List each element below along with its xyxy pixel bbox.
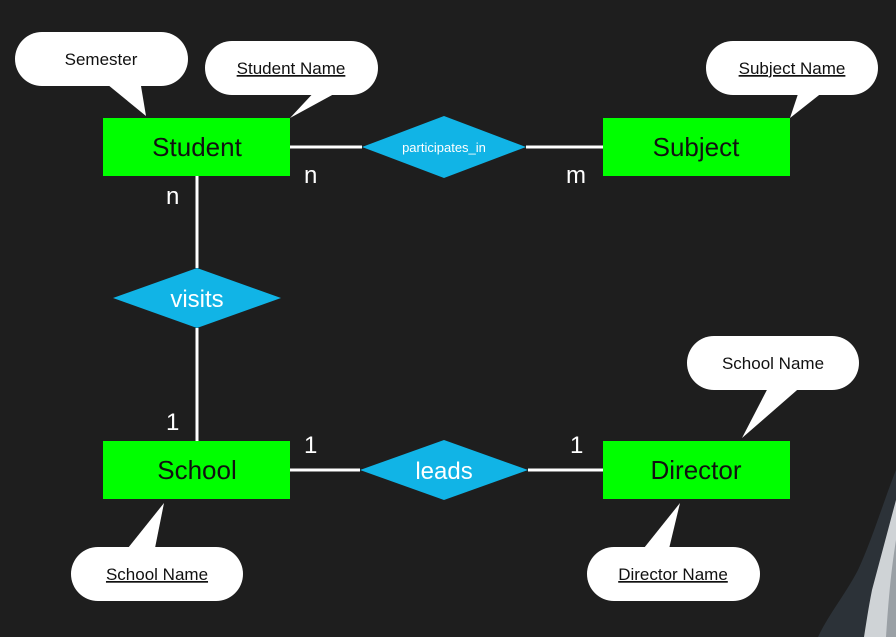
- cardinality-student-participates: n: [304, 162, 317, 189]
- entity-director: Director: [603, 441, 790, 499]
- attribute-subject-name: Subject Name: [706, 41, 878, 118]
- entity-student-label: Student: [152, 132, 242, 162]
- connector-lines: [195, 145, 603, 472]
- attribute-semester: Semester: [15, 32, 188, 116]
- attribute-semester-label: Semester: [65, 50, 138, 69]
- attribute-school-name: School Name: [71, 503, 243, 601]
- relationship-leads: leads: [360, 440, 528, 500]
- cardinality-director-leads: 1: [570, 432, 583, 459]
- attribute-subject-name-label: Subject Name: [739, 59, 846, 78]
- entity-school-label: School: [157, 455, 237, 485]
- relationship-visits-label: visits: [170, 286, 223, 313]
- entity-director-label: Director: [650, 455, 741, 485]
- entity-subject-label: Subject: [653, 132, 740, 162]
- cardinality-school-leads: 1: [304, 432, 317, 459]
- attribute-director-name-label: Director Name: [618, 565, 728, 584]
- attribute-director-school-name-label: School Name: [722, 354, 824, 373]
- cardinality-labels: n m n 1 1 1: [166, 162, 586, 459]
- attribute-director-school-name: School Name: [687, 336, 859, 438]
- entity-school: School: [103, 441, 290, 499]
- cardinality-student-visits: n: [166, 183, 179, 210]
- relationship-participates-in: participates_in: [362, 116, 526, 178]
- entity-subject: Subject: [603, 118, 790, 176]
- attribute-school-name-label: School Name: [106, 565, 208, 584]
- relationship-leads-label: leads: [415, 458, 472, 485]
- presenter-figure: [818, 470, 896, 637]
- cardinality-school-visits: 1: [166, 409, 179, 436]
- attribute-student-name: Student Name: [205, 41, 378, 118]
- relationship-visits: visits: [113, 268, 281, 328]
- relationship-participates-in-label: participates_in: [402, 140, 486, 155]
- attribute-student-name-label: Student Name: [237, 59, 346, 78]
- attribute-director-name: Director Name: [587, 503, 760, 601]
- entity-student: Student: [103, 118, 290, 176]
- cardinality-subject-participates: m: [566, 162, 586, 189]
